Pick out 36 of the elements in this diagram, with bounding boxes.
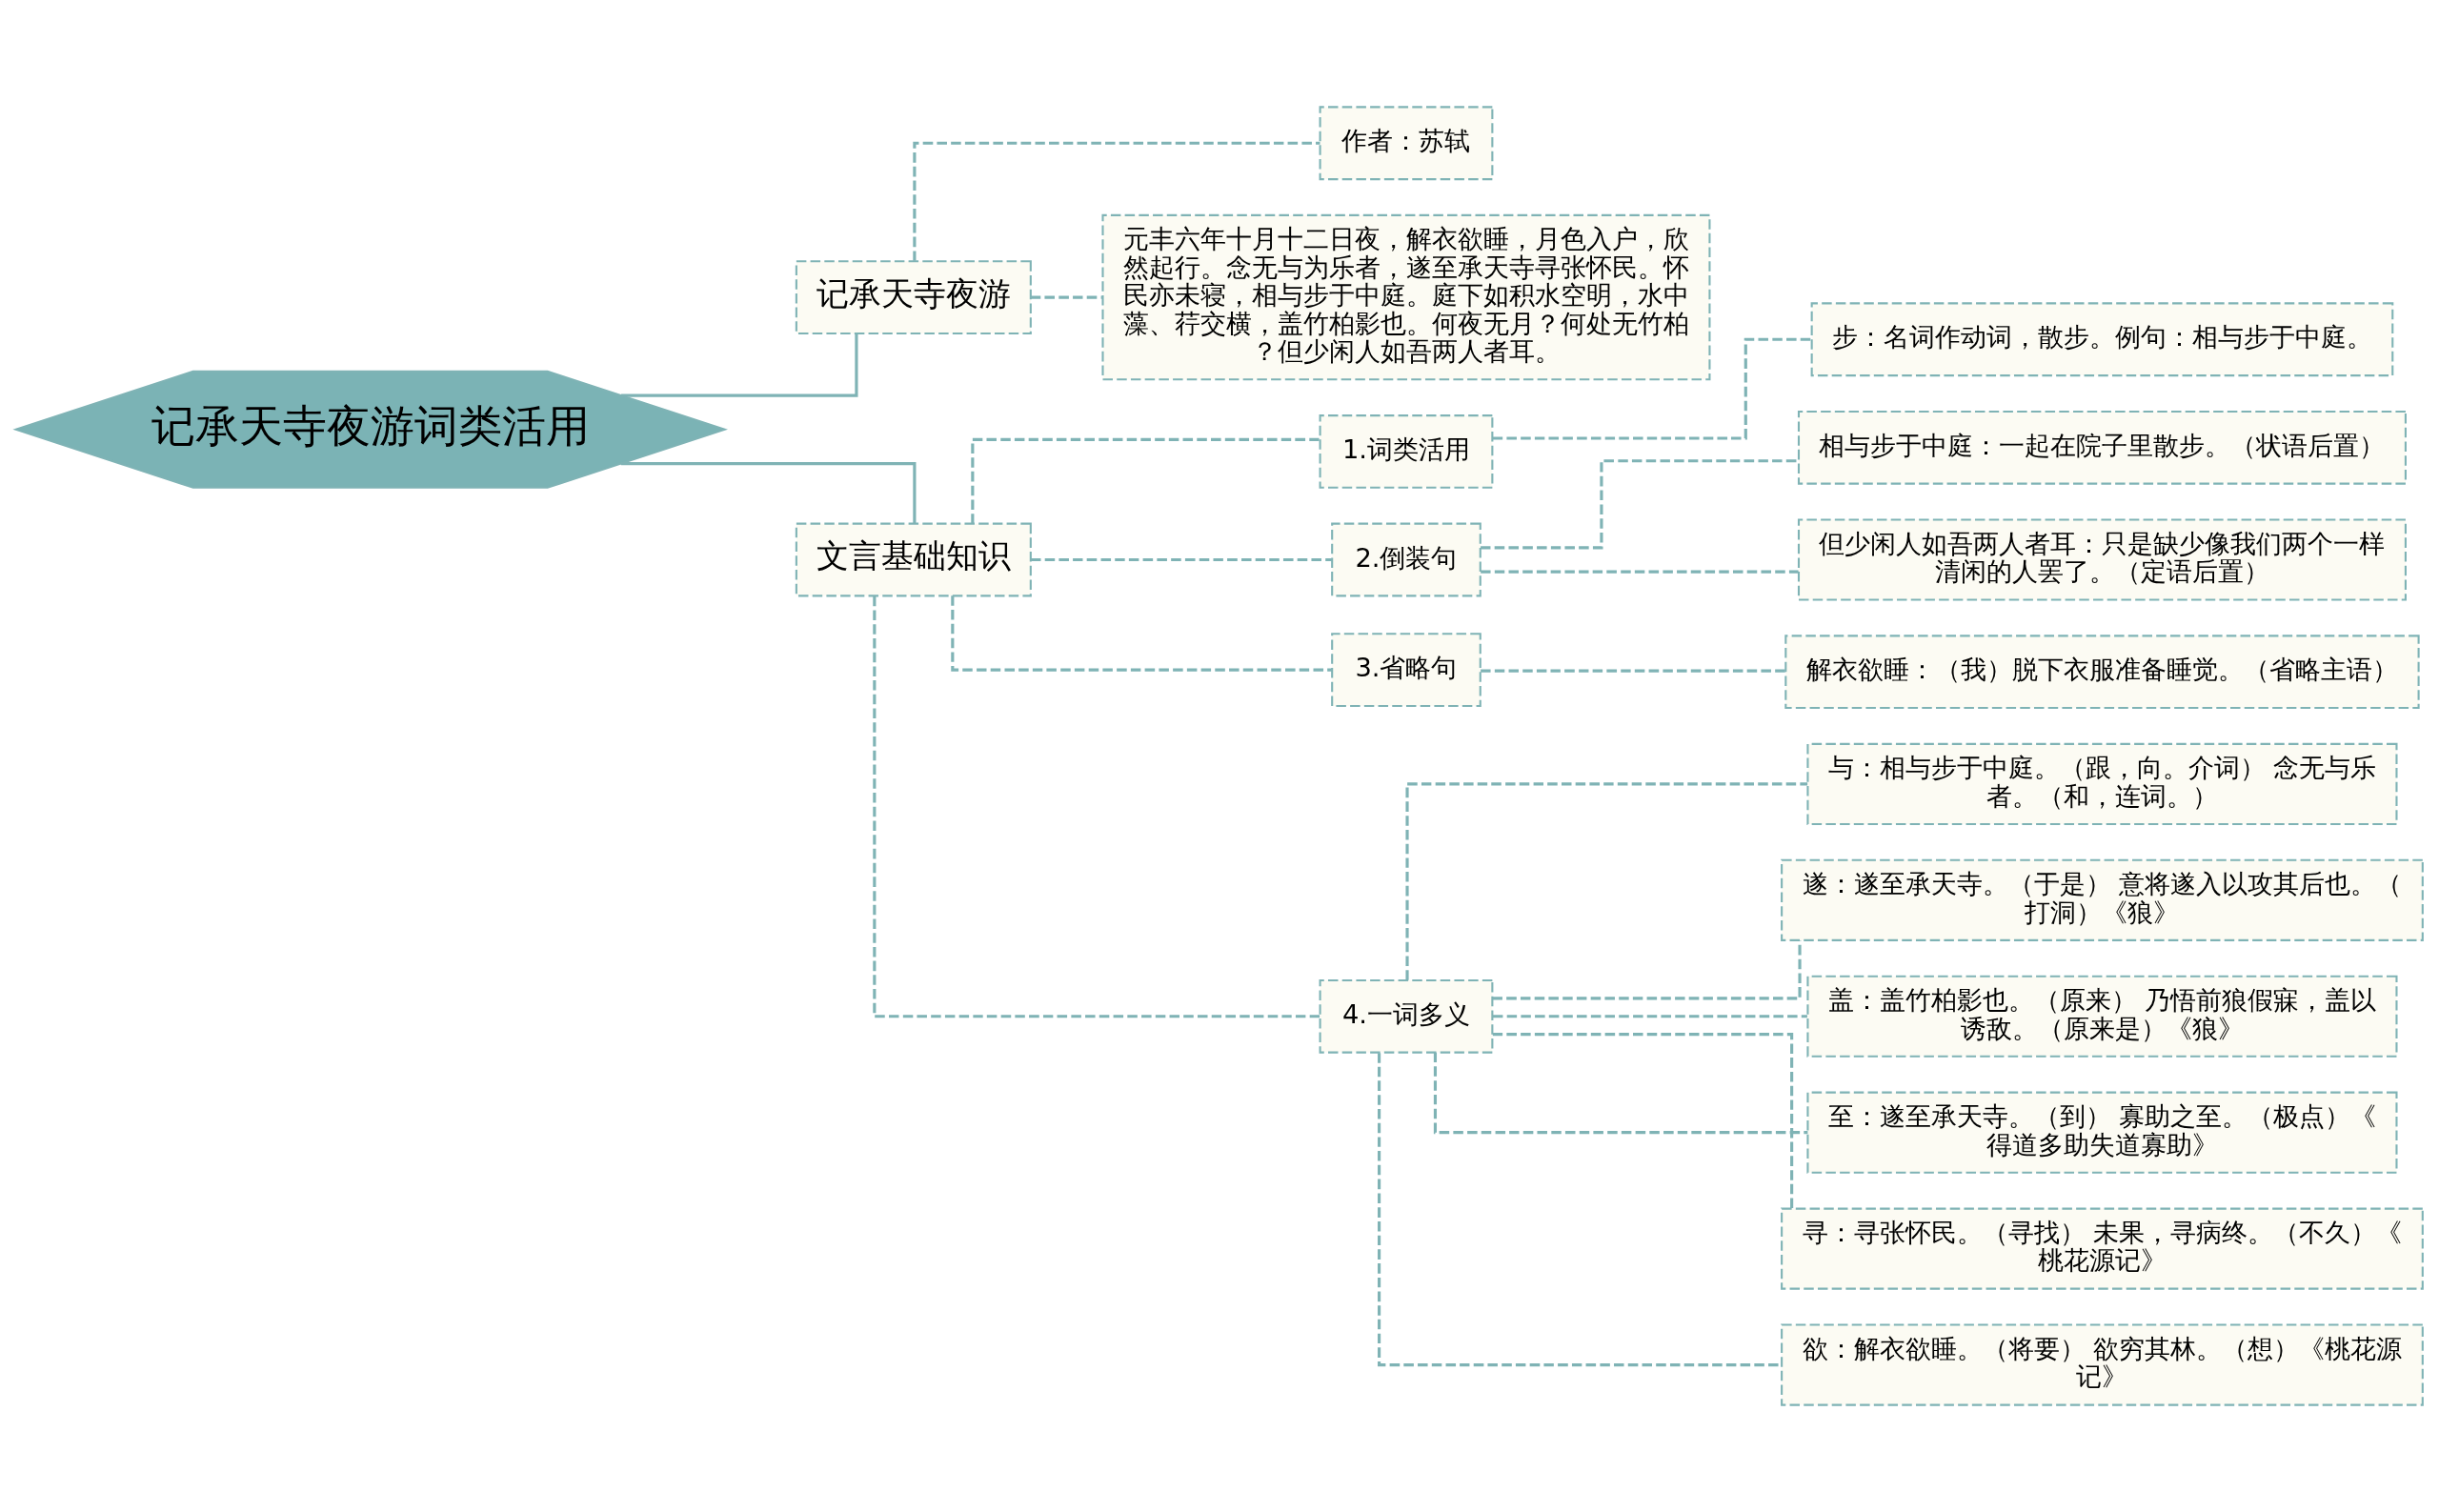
node-box: 记承天寺夜游 [795, 260, 1032, 334]
node-box: 寻：寻张怀民。（寻找） 未果，寻病终。（不久）《桃花源记》 [1781, 1207, 2424, 1290]
node-box: 但少闲人如吾两人者耳：只是缺少像我们两个一样清闲的人罢了。（定语后置） [1797, 518, 2407, 601]
connector [1031, 557, 1332, 562]
node-box: 解衣欲睡：（我）脱下衣服准备睡觉。（省略主语） [1784, 635, 2420, 710]
connector [1493, 1015, 1807, 1018]
connector [1433, 1052, 1808, 1135]
node-box: 作者：苏轼 [1319, 106, 1494, 181]
connector [1405, 782, 1808, 980]
node-box: 盖：盖竹柏影也。（原来） 乃悟前狼假寐，盖以诱敌。（原来是）《狼》 [1806, 975, 2398, 1058]
connector [1031, 295, 1102, 299]
connector [971, 437, 1320, 524]
connector [620, 462, 917, 524]
node-box: 1.词类活用 [1319, 414, 1494, 489]
connector [621, 333, 858, 397]
connector [873, 595, 1320, 1018]
connector [1492, 337, 1811, 440]
node-box: 相与步于中庭：一起在院子里散步。（状语后置） [1797, 410, 2407, 485]
node-box: 步：名词作动词，散步。例句：相与步于中庭。 [1810, 302, 2394, 377]
node-box: 2.倒装句 [1331, 522, 1482, 597]
connector [1492, 940, 1802, 1000]
node-box: 至：遂至承天寺。（到） 寡助之至。（极点）《得道多助失道寡助》 [1806, 1091, 2398, 1174]
connector [913, 141, 1320, 261]
connector [1481, 669, 1786, 673]
node-box: 文言基础知识 [795, 522, 1032, 597]
connector [1378, 1053, 1782, 1367]
node-box: 元丰六年十月十二日夜，解衣欲睡，月色入户，欣然起行。念无与为乐者，遂至承天寺寻张怀民。怀民亦未寝，相与步于中庭。庭下如积水空明，水中藻、荇交横，盖竹柏影也。何夜无月？何处无竹柏？但少闲人如吾两人者耳。 [1101, 213, 1711, 381]
connector [951, 595, 1332, 672]
connector [1481, 459, 1799, 550]
node-box: 欲：解衣欲睡。（将要） 欲穷其林。（想）《桃花源记》 [1781, 1323, 2424, 1406]
connector [1492, 1033, 1794, 1209]
node-box: 遂：遂至承天寺。（于是） 意将遂入以攻其后也。（打洞）《狼》 [1781, 858, 2424, 941]
node-box: 与：相与步于中庭。（跟，向。介词） 念无与乐者。（和，连词。） [1806, 742, 2398, 825]
node-box: 4.一词多义 [1319, 978, 1494, 1054]
connector [1481, 570, 1799, 574]
node-box: 3.省略句 [1331, 633, 1482, 707]
